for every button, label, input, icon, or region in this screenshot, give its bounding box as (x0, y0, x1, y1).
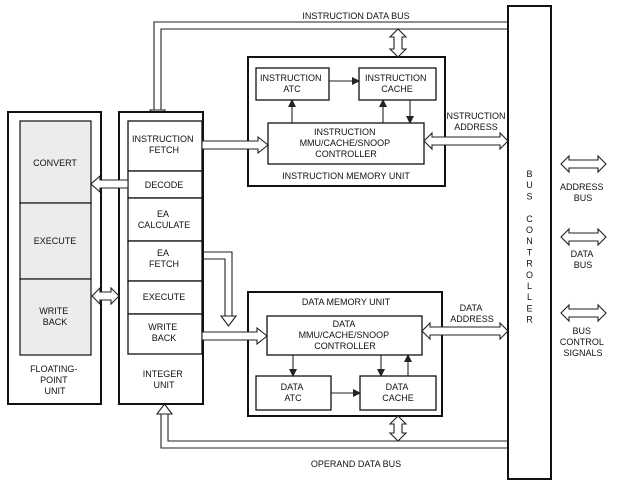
iu-decode-label: DECODE (145, 180, 184, 190)
write-back-to-dmu-arrow (201, 326, 268, 346)
ea-fetch-to-dmu-path-inner (202, 258, 226, 318)
instruction-address-label: INSTRUCTION ADDRESS (444, 111, 508, 132)
instruction-data-bus-label: INSTRUCTION DATA BUS (302, 11, 409, 21)
bus-controller-letter: R (526, 315, 533, 325)
data-controller-label: DATA MMU/CACHE/SNOOP CONTROLLER (299, 319, 392, 351)
bus-controller-box (507, 5, 552, 480)
operand-data-bus-label: OPERAND DATA BUS (311, 459, 401, 469)
data-cache-label: DATA CACHE (382, 382, 414, 403)
iu-instruction-fetch-stage (127, 120, 203, 172)
instruction-controller-box (267, 122, 425, 165)
instruction-data-bus-line (153, 21, 508, 112)
address-bus-double-arrow (560, 154, 607, 174)
iu-ea-calculate-stage (127, 197, 203, 242)
iu-ea-fetch-label: EA FETCH (149, 248, 179, 269)
bus-controller-letter: O (526, 225, 533, 235)
instruction-memory-unit-title: INSTRUCTION MEMORY UNIT (282, 171, 410, 181)
iu-decode-stage (127, 170, 203, 199)
operand-bus-arrowhead (155, 403, 174, 415)
data-bus-label: DATA BUS (571, 249, 596, 270)
dmu-operand-bus-double-arrow (388, 415, 408, 442)
ifetch-to-imu-arrow (201, 135, 269, 155)
fpu-title: FLOATING- POINT UNIT (30, 364, 80, 396)
address-bus-label: ADDRESS BUS (560, 182, 606, 203)
bus-controller-letter: T (527, 247, 533, 257)
bus-controller-letter: O (526, 270, 533, 280)
iu-execute-label: EXECUTE (143, 292, 186, 302)
ea-fetch-to-dmu-arrowhead (219, 315, 238, 327)
integer-unit-title: INTEGER UNIT (143, 369, 186, 390)
iu-write-back-stage (127, 313, 203, 355)
operand-data-bus-line-inner (167, 412, 508, 442)
data-cache-box (359, 375, 437, 411)
instruction-atc-label: INSTRUCTION ATC (260, 73, 324, 94)
iu-ea-calculate-label: EA CALCULATE (138, 209, 190, 230)
fpu-execute-label: EXECUTE (34, 236, 77, 246)
bus-controller-letter: L (527, 292, 532, 302)
bus-control-double-arrow (560, 303, 607, 323)
iu-write-back-label: WRITE BACK (148, 322, 180, 343)
fpu-convert-label: CONVERT (33, 158, 77, 168)
imu-instruction-bus-double-arrow (388, 28, 408, 58)
data-bus-double-arrow (560, 227, 607, 247)
ea-fetch-to-dmu-path-outer (202, 251, 233, 318)
instruction-data-bus-line-inner (160, 28, 508, 112)
bus-controller-letter: E (526, 303, 532, 313)
fpu-write-back-label: WRITE BACK (39, 306, 71, 327)
iu-execute-stage (127, 280, 203, 315)
data-memory-unit-title: DATA MEMORY UNIT (302, 297, 391, 307)
bus-controller-letter: L (527, 281, 532, 291)
bus-controller-letter: B (526, 169, 532, 179)
bus-controller-letter: C (526, 214, 533, 224)
operand-data-bus-line (160, 412, 508, 449)
bus-control-signals-label: BUS CONTROL SIGNALS (560, 326, 606, 358)
fpu-write-back-stage (19, 278, 92, 356)
instruction-cache-label: INSTRUCTION CACHE (365, 73, 429, 94)
fpu-iu-double-arrow (91, 286, 120, 306)
data-atc-label: DATA ATC (281, 382, 306, 403)
instruction-controller-label: INSTRUCTION MMU/CACHE/SNOOP CONTROLLER (300, 127, 393, 159)
fpu-execute-stage (19, 202, 92, 280)
bus-controller-letter: S (526, 191, 532, 201)
instruction-cache-box (358, 67, 437, 101)
decode-to-fpu-arrow (90, 174, 129, 194)
bus-controller-letter: R (526, 259, 533, 269)
bus-controller-letter: U (526, 180, 533, 190)
bus-controller-letter: N (526, 236, 533, 246)
iu-instruction-fetch-label: INSTRUCTION FETCH (132, 134, 196, 155)
data-address-label: DATA ADDRESS (450, 303, 494, 324)
